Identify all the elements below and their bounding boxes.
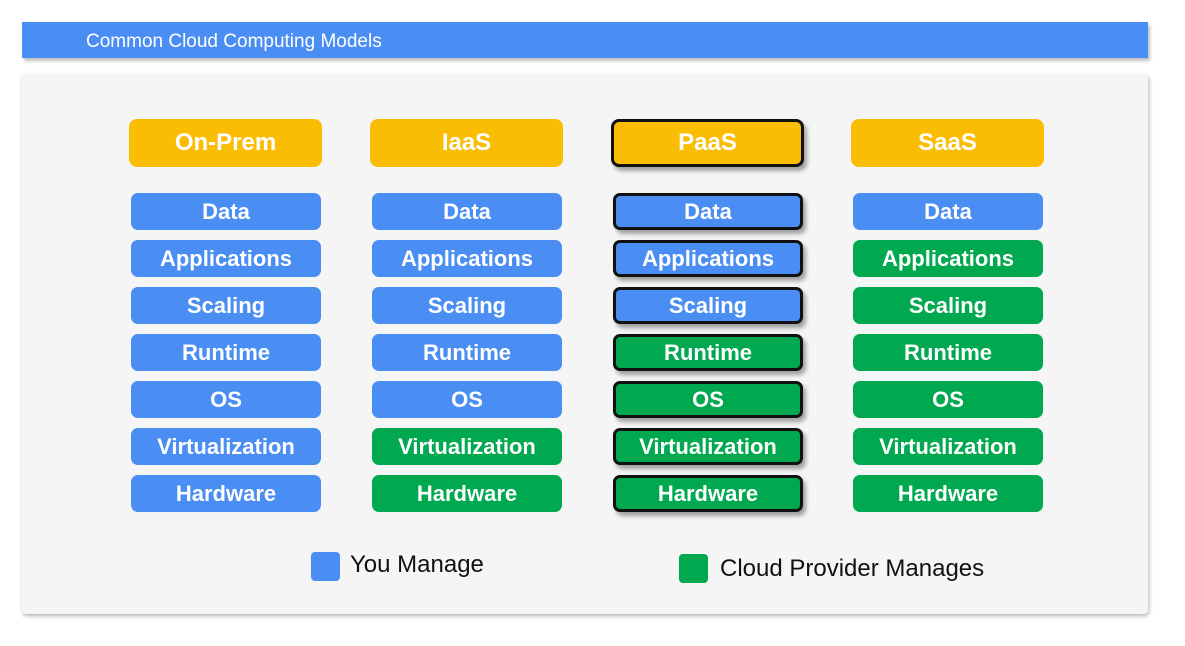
layer-saas-hardware: Hardware (853, 475, 1043, 512)
layer-on-prem-hardware: Hardware (131, 475, 321, 512)
layer-on-prem-os: OS (131, 381, 321, 418)
model-header-paas: PaaS (611, 119, 804, 167)
layer-iaas-applications: Applications (372, 240, 562, 277)
layer-on-prem-runtime: Runtime (131, 334, 321, 371)
you-manage-swatch (311, 552, 340, 581)
layer-iaas-runtime: Runtime (372, 334, 562, 371)
model-header-iaas: IaaS (370, 119, 563, 167)
layer-iaas-data: Data (372, 193, 562, 230)
model-header-saas: SaaS (851, 119, 1044, 167)
diagram-title: Common Cloud Computing Models (86, 31, 382, 52)
layer-saas-virtualization: Virtualization (853, 428, 1043, 465)
model-header-on-prem: On-Prem (129, 119, 322, 167)
layer-saas-data: Data (853, 193, 1043, 230)
layer-iaas-scaling: Scaling (372, 287, 562, 324)
you-manage-legend-label: You Manage (350, 551, 484, 578)
provider-manages-swatch (679, 554, 708, 583)
layer-paas-os: OS (613, 381, 803, 418)
layer-iaas-virtualization: Virtualization (372, 428, 562, 465)
layer-saas-os: OS (853, 381, 1043, 418)
layer-on-prem-applications: Applications (131, 240, 321, 277)
layer-saas-applications: Applications (853, 240, 1043, 277)
layer-paas-data: Data (613, 193, 803, 230)
layer-on-prem-scaling: Scaling (131, 287, 321, 324)
layer-paas-hardware: Hardware (613, 475, 803, 512)
layer-on-prem-virtualization: Virtualization (131, 428, 321, 465)
layer-on-prem-data: Data (131, 193, 321, 230)
layer-saas-runtime: Runtime (853, 334, 1043, 371)
provider-manages-legend-label: Cloud Provider Manages (720, 555, 985, 582)
layer-paas-scaling: Scaling (613, 287, 803, 324)
title-bar: Common Cloud Computing Models (22, 22, 1148, 58)
layer-paas-virtualization: Virtualization (613, 428, 803, 465)
layer-paas-runtime: Runtime (613, 334, 803, 371)
layer-paas-applications: Applications (613, 240, 803, 277)
layer-iaas-os: OS (372, 381, 562, 418)
layer-iaas-hardware: Hardware (372, 475, 562, 512)
layer-saas-scaling: Scaling (853, 287, 1043, 324)
